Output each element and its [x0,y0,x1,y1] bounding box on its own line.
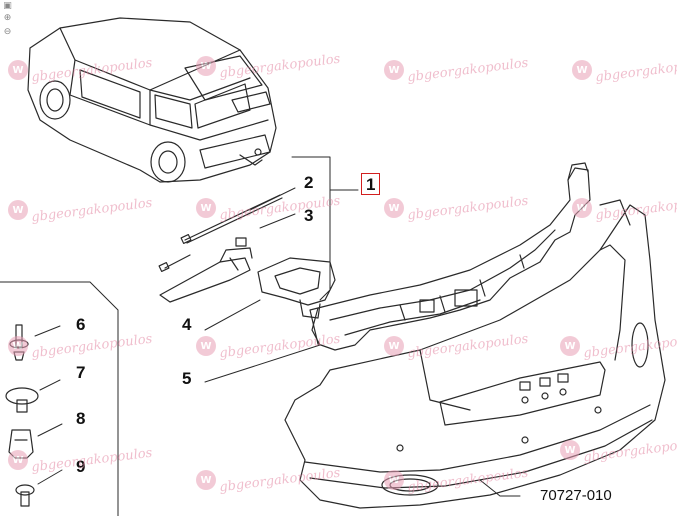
part-7-rivet [5,379,61,413]
part-6-pin [9,324,61,361]
part-4-bracket [257,257,336,319]
leader-lines [204,156,521,497]
callout-7[interactable]: 7 [76,363,86,382]
car-overview-illustration [27,17,277,183]
part-2-rod [158,194,283,273]
callout-9[interactable]: 9 [76,457,86,476]
part-1-reinforcement [309,162,591,351]
callout-4[interactable]: 4 [182,315,192,334]
zoom-reset-icon[interactable]: ▣ [3,1,12,11]
part-3-bracket [159,237,253,303]
diagram-number: 70727-010 [540,487,612,504]
callout-1[interactable]: 1 [361,173,381,195]
callout-6[interactable]: 6 [76,315,86,334]
part-8-clip [8,423,63,459]
callout-5[interactable]: 5 [182,369,192,388]
rear-bumper-cover [284,199,666,509]
callout-3[interactable]: 3 [304,206,314,225]
fasteners-panel [0,281,119,516]
callout-8[interactable]: 8 [76,409,86,428]
callout-2[interactable]: 2 [304,173,314,192]
zoom-in-icon[interactable]: ⊕ [3,13,12,23]
part-9-screw [15,469,63,507]
zoom-out-icon[interactable]: ⊖ [3,27,12,37]
